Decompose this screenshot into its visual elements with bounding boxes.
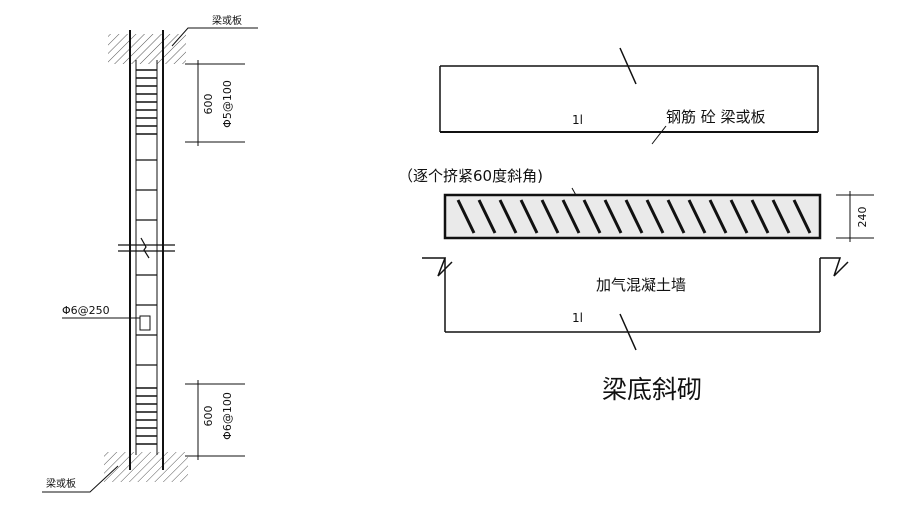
lower-thickness-mark: 1l [572,311,583,325]
inclined-brick [561,199,581,234]
middle-rebar-ties [136,159,157,366]
break-symbol [118,237,175,259]
top-label: 梁或板 [212,14,242,27]
svg-text:240: 240 [856,207,869,228]
height-dimension: 240 [836,191,874,242]
wall-label: 加气混凝土墙 [596,276,686,294]
beam-bottom-section: 1l 钢筋 砼 梁或板 （逐个挤紧60度斜角) 240 加气混凝土墙 1l 梁底… [398,47,874,404]
inclined-brick [498,199,518,234]
wall-section: 梁或板 600 Φ5@100 Φ6@250 600 Φ6@100 梁或板 [42,14,258,493]
inclined-brick [645,199,665,234]
top-rebar-ties [136,69,157,135]
inclined-brick [708,199,728,234]
inclined-brick [687,199,707,234]
inclined-brick [582,199,602,234]
svg-text:Φ6@100: Φ6@100 [221,392,234,440]
top-dimension: 600 Φ5@100 [185,60,245,146]
drawing-title: 梁底斜砌 [602,375,702,404]
inclined-brick [792,199,812,234]
inclined-brick [603,199,623,234]
top-slab-hatch [108,34,186,64]
inclined-brick [456,199,476,234]
upper-thickness-mark: 1l [572,113,583,127]
inclined-brick-strip [443,193,822,240]
bottom-dimension: 600 Φ6@100 [185,380,245,460]
bottom-label: 梁或板 [46,477,76,490]
middle-rebar-label: Φ6@250 [62,304,110,317]
bottom-slab-hatch [104,452,188,482]
svg-text:Φ5@100: Φ5@100 [221,80,234,128]
slab-label: 钢筋 砼 梁或板 [666,108,766,126]
inclined-brick [477,199,497,234]
svg-text:600: 600 [202,406,215,427]
inclined-brick [519,199,539,234]
inclined-brick [729,199,749,234]
inclined-brick [771,199,791,234]
inclined-brick [540,199,560,234]
inclined-brick [750,199,770,234]
inclined-brick [624,199,644,234]
svg-text:600: 600 [202,94,215,115]
bottom-rebar-ties [136,387,157,445]
brick-note: （逐个挤紧60度斜角) [398,167,543,185]
inclined-brick [666,199,686,234]
